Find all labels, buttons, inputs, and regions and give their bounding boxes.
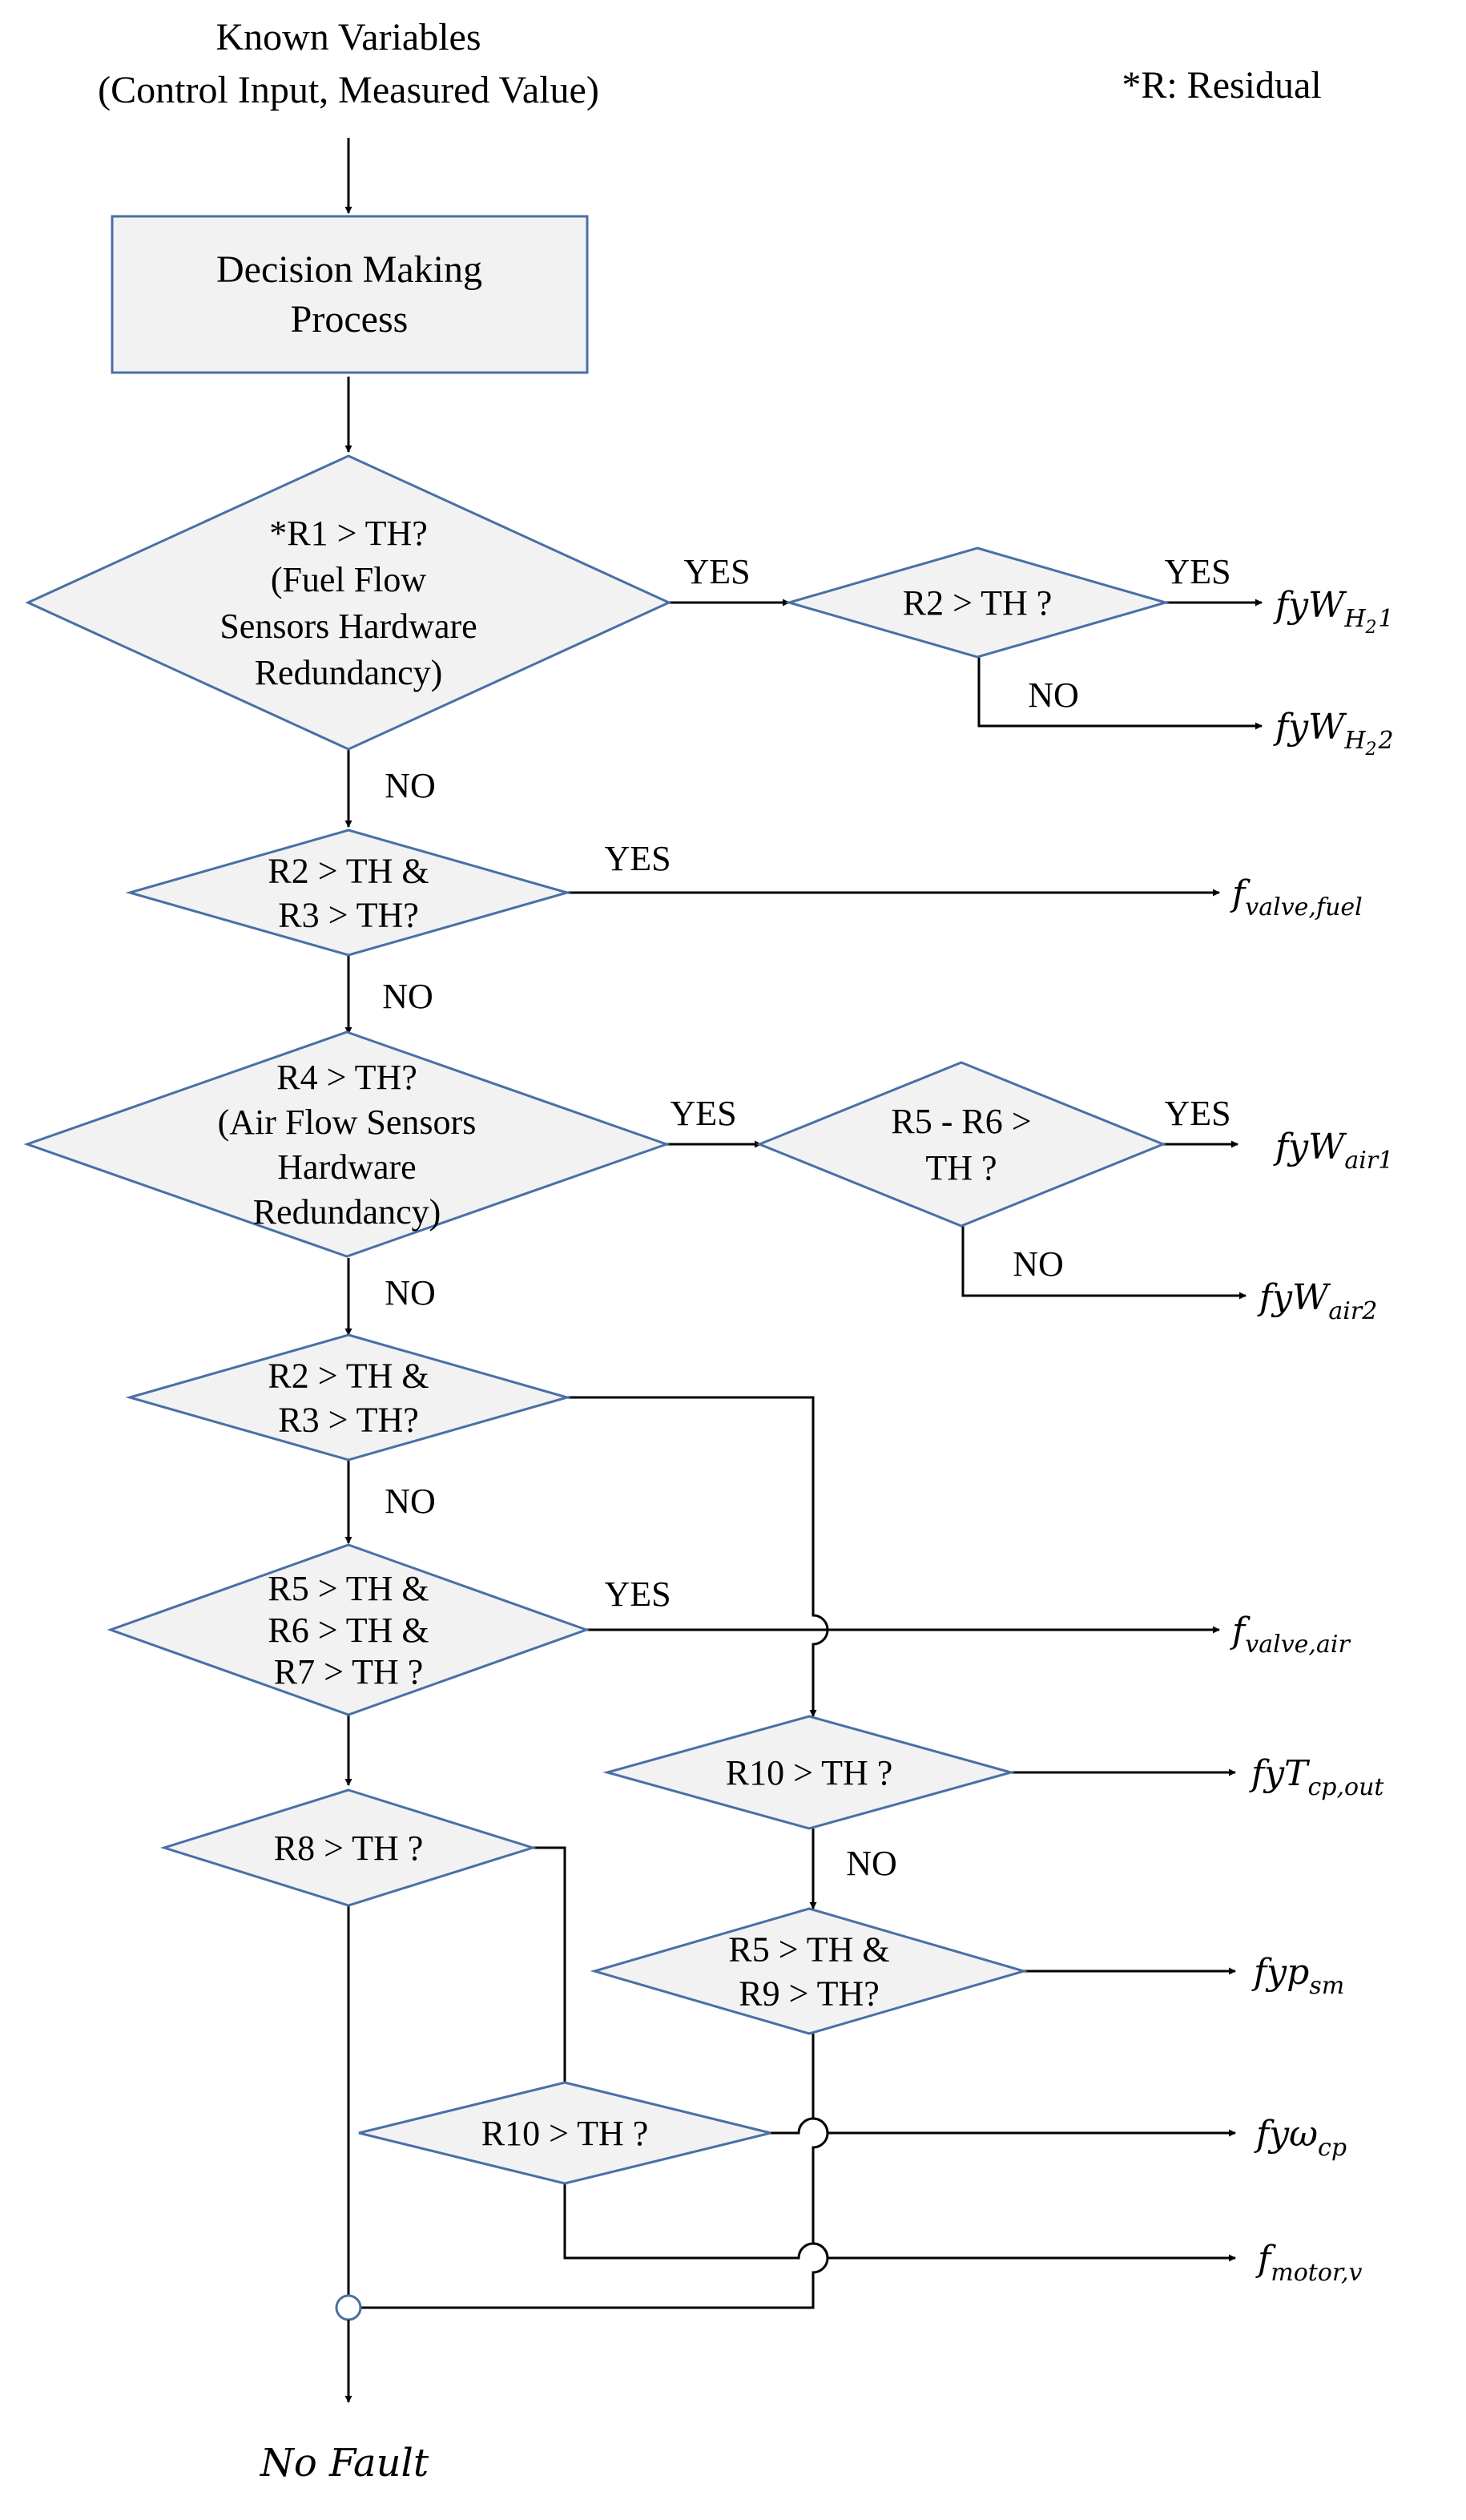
label-d1b-yes: YES [1164,552,1230,591]
decision-diamond-d3b [756,1061,1166,1228]
known-variables-subtitle: (Control Input, Measured Value) [98,69,599,111]
output-fyW-H2-2: fyWH22 [1273,707,1394,760]
decision-text-d6-1: R10 > TH ? [726,1753,893,1792]
decision-making-process-box [111,215,589,374]
decision-text-d5-1: R5 > TH & [268,1569,429,1608]
arrow-r10b-yes [771,2117,1236,2137]
process-box-label-2: Process [291,298,409,341]
decision-text-d3-3: Hardware [277,1147,416,1187]
decision-diamond-d8 [590,1907,1029,2035]
label-d2-yes: YES [604,839,671,878]
output-f-valve-fuel: fvalve,fuel [1230,873,1363,921]
fault-outputs: fyWH21 fyWH22 fvalve,fuel fyWair1 fyWair2 fva… [1230,585,1394,2287]
arrow-r8-yes [533,1846,569,2121]
no-fault-terminal: No Fault [260,2441,429,2486]
decision-text-d5-2: R6 > TH & [268,1611,429,1650]
decision-text-d3-2: (Air Flow Sensors [218,1103,477,1142]
residual-note: *R: Residual [1122,64,1321,107]
decision-text-d3b-1: R5 - R6 > [891,1102,1031,1141]
decision-diamond-d5 [107,1543,590,1716]
decision-text-d1-1: *R1 > TH? [269,514,428,553]
decision-diamond-d7 [159,1788,538,1907]
arrow-r2-no [977,657,1263,730]
decision-diamond-d9 [358,2081,771,2185]
output-fyp-sm: fypsm [1251,1952,1344,2000]
decision-text-d3b-2: TH ? [925,1148,997,1187]
decision-diamond-d6 [602,1715,1016,1830]
label-d1b-no: NO [1028,675,1079,715]
decision-diamond-d2 [125,829,572,957]
output-fyW-H2-1: fyWH21 [1273,585,1394,638]
decision-diamond-d1b [784,546,1170,659]
line-r5r9-no [360,2034,829,2309]
process-box-label-1: Decision Making [216,248,482,291]
decision-text-d3-1: R4 > TH? [276,1058,417,1097]
label-d1-no: NO [385,766,436,805]
decision-text-d5-3: R7 > TH ? [274,1652,424,1691]
label-d3b-yes: YES [1164,1094,1230,1133]
label-d1-yes: YES [683,552,750,591]
decision-text-d1-4: Redundancy) [255,653,443,692]
decision-text-d9-1: R10 > TH ? [481,2114,649,2153]
label-d4-no: NO [385,1482,436,1521]
decision-diamond-d1 [25,454,672,751]
label-d3b-no: NO [1013,1244,1064,1284]
decision-text-d7-1: R8 > TH ? [274,1829,424,1868]
decision-text-d3-4: Redundancy) [253,1192,441,1232]
junction-node [335,2294,362,2321]
decision-text-d8-2: R9 > TH? [739,1974,880,2014]
decision-diamond-d3 [23,1030,671,1258]
output-fyT-cp-out: fyTcp,out [1249,1753,1384,1801]
known-variables-title: Known Variables [215,16,481,58]
decision-text-d8-1: R5 > TH & [728,1930,889,1970]
label-d6-no: NO [846,1844,897,1883]
decision-text-d2-2: R3 > TH? [278,896,419,935]
arrow-r10b-no [563,2183,1236,2262]
decision-diamond-d4 [125,1333,572,1462]
label-d2-no: NO [382,977,433,1016]
output-f-valve-air: fvalve,air [1230,1611,1351,1659]
decision-text-d2-1: R2 > TH & [268,852,429,891]
decision-text-d4-1: R2 > TH & [268,1357,429,1396]
connector-lines [335,138,1263,2403]
output-fy-omega-cp: fyωcp [1254,2114,1347,2162]
decision-text-d1-3: Sensors Hardware [219,607,477,646]
output-f-motor-v: fmotor,v [1255,2239,1363,2287]
arrow-d4-yes [567,1396,829,1717]
decision-text-d1b-1: R2 > TH ? [903,583,1053,623]
label-d3-yes: YES [670,1094,736,1133]
label-d3-no: NO [385,1273,436,1312]
decision-text-d4-2: R3 > TH? [278,1401,419,1440]
output-fyW-air2: fyWair2 [1257,1277,1377,1325]
decision-text-d1-2: (Fuel Flow [271,560,427,599]
arrow-r5r6-no [961,1226,1247,1300]
output-fyW-air1: fyWair1 [1273,1127,1393,1175]
label-d5-yes: YES [604,1574,671,1614]
